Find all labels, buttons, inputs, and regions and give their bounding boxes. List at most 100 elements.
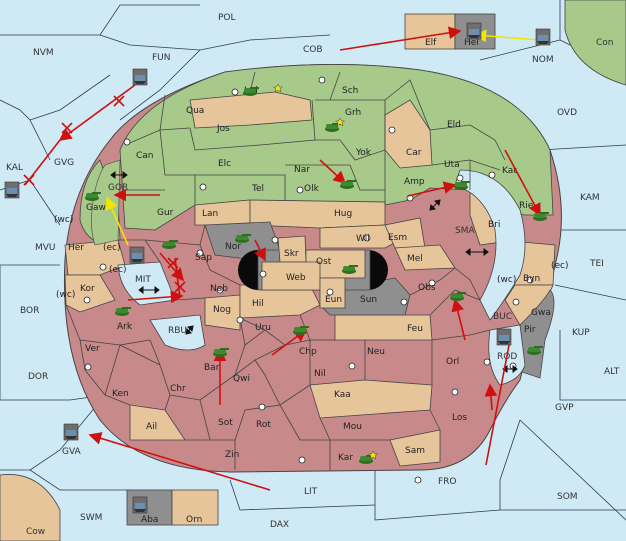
province-pir[interactable] (517, 289, 555, 379)
svg-text:Sch: Sch (342, 86, 358, 96)
svg-text:NVM: NVM (33, 48, 54, 58)
svg-text:Skr: Skr (284, 249, 299, 259)
svg-text:Sam: Sam (405, 446, 425, 456)
svg-text:Pir: Pir (524, 325, 536, 335)
province-cow[interactable] (0, 474, 61, 541)
svg-text:Eld: Eld (447, 120, 461, 130)
svg-text:SOM: SOM (557, 492, 578, 502)
canal-markers (110, 171, 518, 373)
svg-text:OVD: OVD (557, 108, 577, 118)
svg-text:GVA: GVA (62, 447, 82, 457)
svg-text:Esm: Esm (388, 233, 407, 243)
svg-text:Kor: Kor (80, 284, 95, 294)
svg-text:Nar: Nar (294, 165, 310, 175)
svg-text:LIT: LIT (304, 487, 318, 497)
svg-text:Car: Car (406, 148, 422, 158)
svg-text:Bri: Bri (488, 220, 500, 230)
svg-text:Feu: Feu (407, 324, 423, 334)
svg-text:BUC: BUC (493, 312, 512, 322)
svg-text:Kar: Kar (338, 453, 353, 463)
svg-text:Ost: Ost (316, 257, 332, 267)
svg-text:Jos: Jos (216, 124, 230, 134)
svg-text:Mel: Mel (407, 254, 423, 264)
fleet-kal (4, 181, 20, 199)
province-orn[interactable] (171, 489, 219, 526)
fleet-fun (132, 68, 148, 86)
svg-text:Qua: Qua (186, 106, 204, 116)
svg-text:Nor: Nor (225, 242, 241, 252)
svg-text:Ark: Ark (117, 322, 133, 332)
svg-text:(ec): (ec) (103, 243, 121, 253)
svg-text:Orl: Orl (446, 357, 459, 367)
province-nog[interactable] (204, 294, 241, 331)
svg-text:Tel: Tel (251, 184, 264, 194)
fleet-mit (129, 246, 145, 264)
svg-text:Web: Web (286, 273, 306, 283)
svg-text:Rot: Rot (256, 420, 271, 430)
province-kor[interactable] (64, 274, 116, 313)
svg-text:Wil: Wil (356, 234, 370, 244)
fleet-buc (496, 328, 512, 346)
svg-text:Chr: Chr (170, 384, 186, 394)
fleet-aba (132, 496, 148, 514)
svg-text:Aba: Aba (141, 515, 158, 525)
svg-text:SMA: SMA (455, 226, 475, 236)
svg-text:Elc: Elc (218, 159, 231, 169)
svg-text:Ken: Ken (112, 389, 129, 399)
svg-text:Ail: Ail (146, 422, 157, 432)
svg-text:DOR: DOR (28, 372, 48, 382)
sea-sma[interactable] (454, 169, 526, 321)
svg-text:Ver: Ver (85, 344, 100, 354)
svg-text:POL: POL (218, 13, 236, 23)
fleet-gva (63, 423, 79, 441)
svg-text:(wc): (wc) (497, 275, 516, 285)
svg-text:Sap: Sap (195, 253, 212, 263)
gor-label: GOR (108, 183, 128, 193)
sea-rbu[interactable] (149, 314, 206, 351)
svg-text:ALT: ALT (604, 367, 620, 377)
svg-text:Sot: Sot (218, 418, 233, 428)
svg-text:Hil: Hil (252, 299, 264, 309)
svg-text:KAL: KAL (6, 163, 23, 173)
svg-text:Rie: Rie (519, 201, 534, 211)
svg-text:MVU: MVU (35, 243, 56, 253)
svg-text:Gur: Gur (157, 208, 174, 218)
svg-text:BOR: BOR (20, 306, 39, 316)
svg-text:Nab: Nab (210, 284, 228, 294)
svg-text:Grh: Grh (345, 108, 361, 118)
svg-text:Her: Her (68, 243, 84, 253)
svg-text:Neu: Neu (367, 347, 385, 357)
coast-labels: (wc) (ec) (ec) (wc) (wc) (ec) (54, 215, 569, 300)
province-sam[interactable] (389, 429, 441, 467)
svg-text:Hel: Hel (464, 38, 479, 48)
svg-text:(wc): (wc) (56, 290, 75, 300)
svg-text:Chp: Chp (299, 347, 317, 357)
svg-text:Cow: Cow (26, 527, 45, 537)
svg-text:Qwi: Qwi (233, 374, 250, 384)
svg-text:Bar: Bar (204, 363, 220, 373)
tan-labels: Lan Hug Wil Esm Bri Her Kor Byn Gwa Mel … (68, 38, 551, 525)
stars (272, 83, 379, 460)
svg-text:SWM: SWM (80, 513, 102, 523)
gray-labels: Nor Sun Pir Hel Aba (141, 38, 536, 525)
svg-text:Orn: Orn (186, 515, 202, 525)
svg-text:Lan: Lan (202, 209, 218, 219)
failed-marks (23, 95, 186, 293)
province-kaa[interactable] (309, 379, 433, 419)
svg-text:TEI: TEI (589, 259, 604, 269)
support-arrows (105, 29, 541, 246)
svg-text:Nog: Nog (213, 305, 231, 315)
svg-text:Kat: Kat (502, 166, 517, 176)
svg-text:KAM: KAM (580, 193, 600, 203)
order-arrows (24, 26, 541, 491)
svg-text:Uru: Uru (255, 323, 271, 333)
svg-text:Kaa: Kaa (334, 390, 351, 400)
svg-text:Gaw: Gaw (86, 203, 106, 213)
svg-text:Sun: Sun (360, 295, 377, 305)
svg-text:Uta: Uta (444, 160, 460, 170)
svg-text:Can: Can (136, 151, 154, 161)
province-wil[interactable] (319, 224, 401, 249)
sea-mit[interactable] (117, 261, 176, 306)
svg-text:Nil: Nil (314, 369, 326, 379)
